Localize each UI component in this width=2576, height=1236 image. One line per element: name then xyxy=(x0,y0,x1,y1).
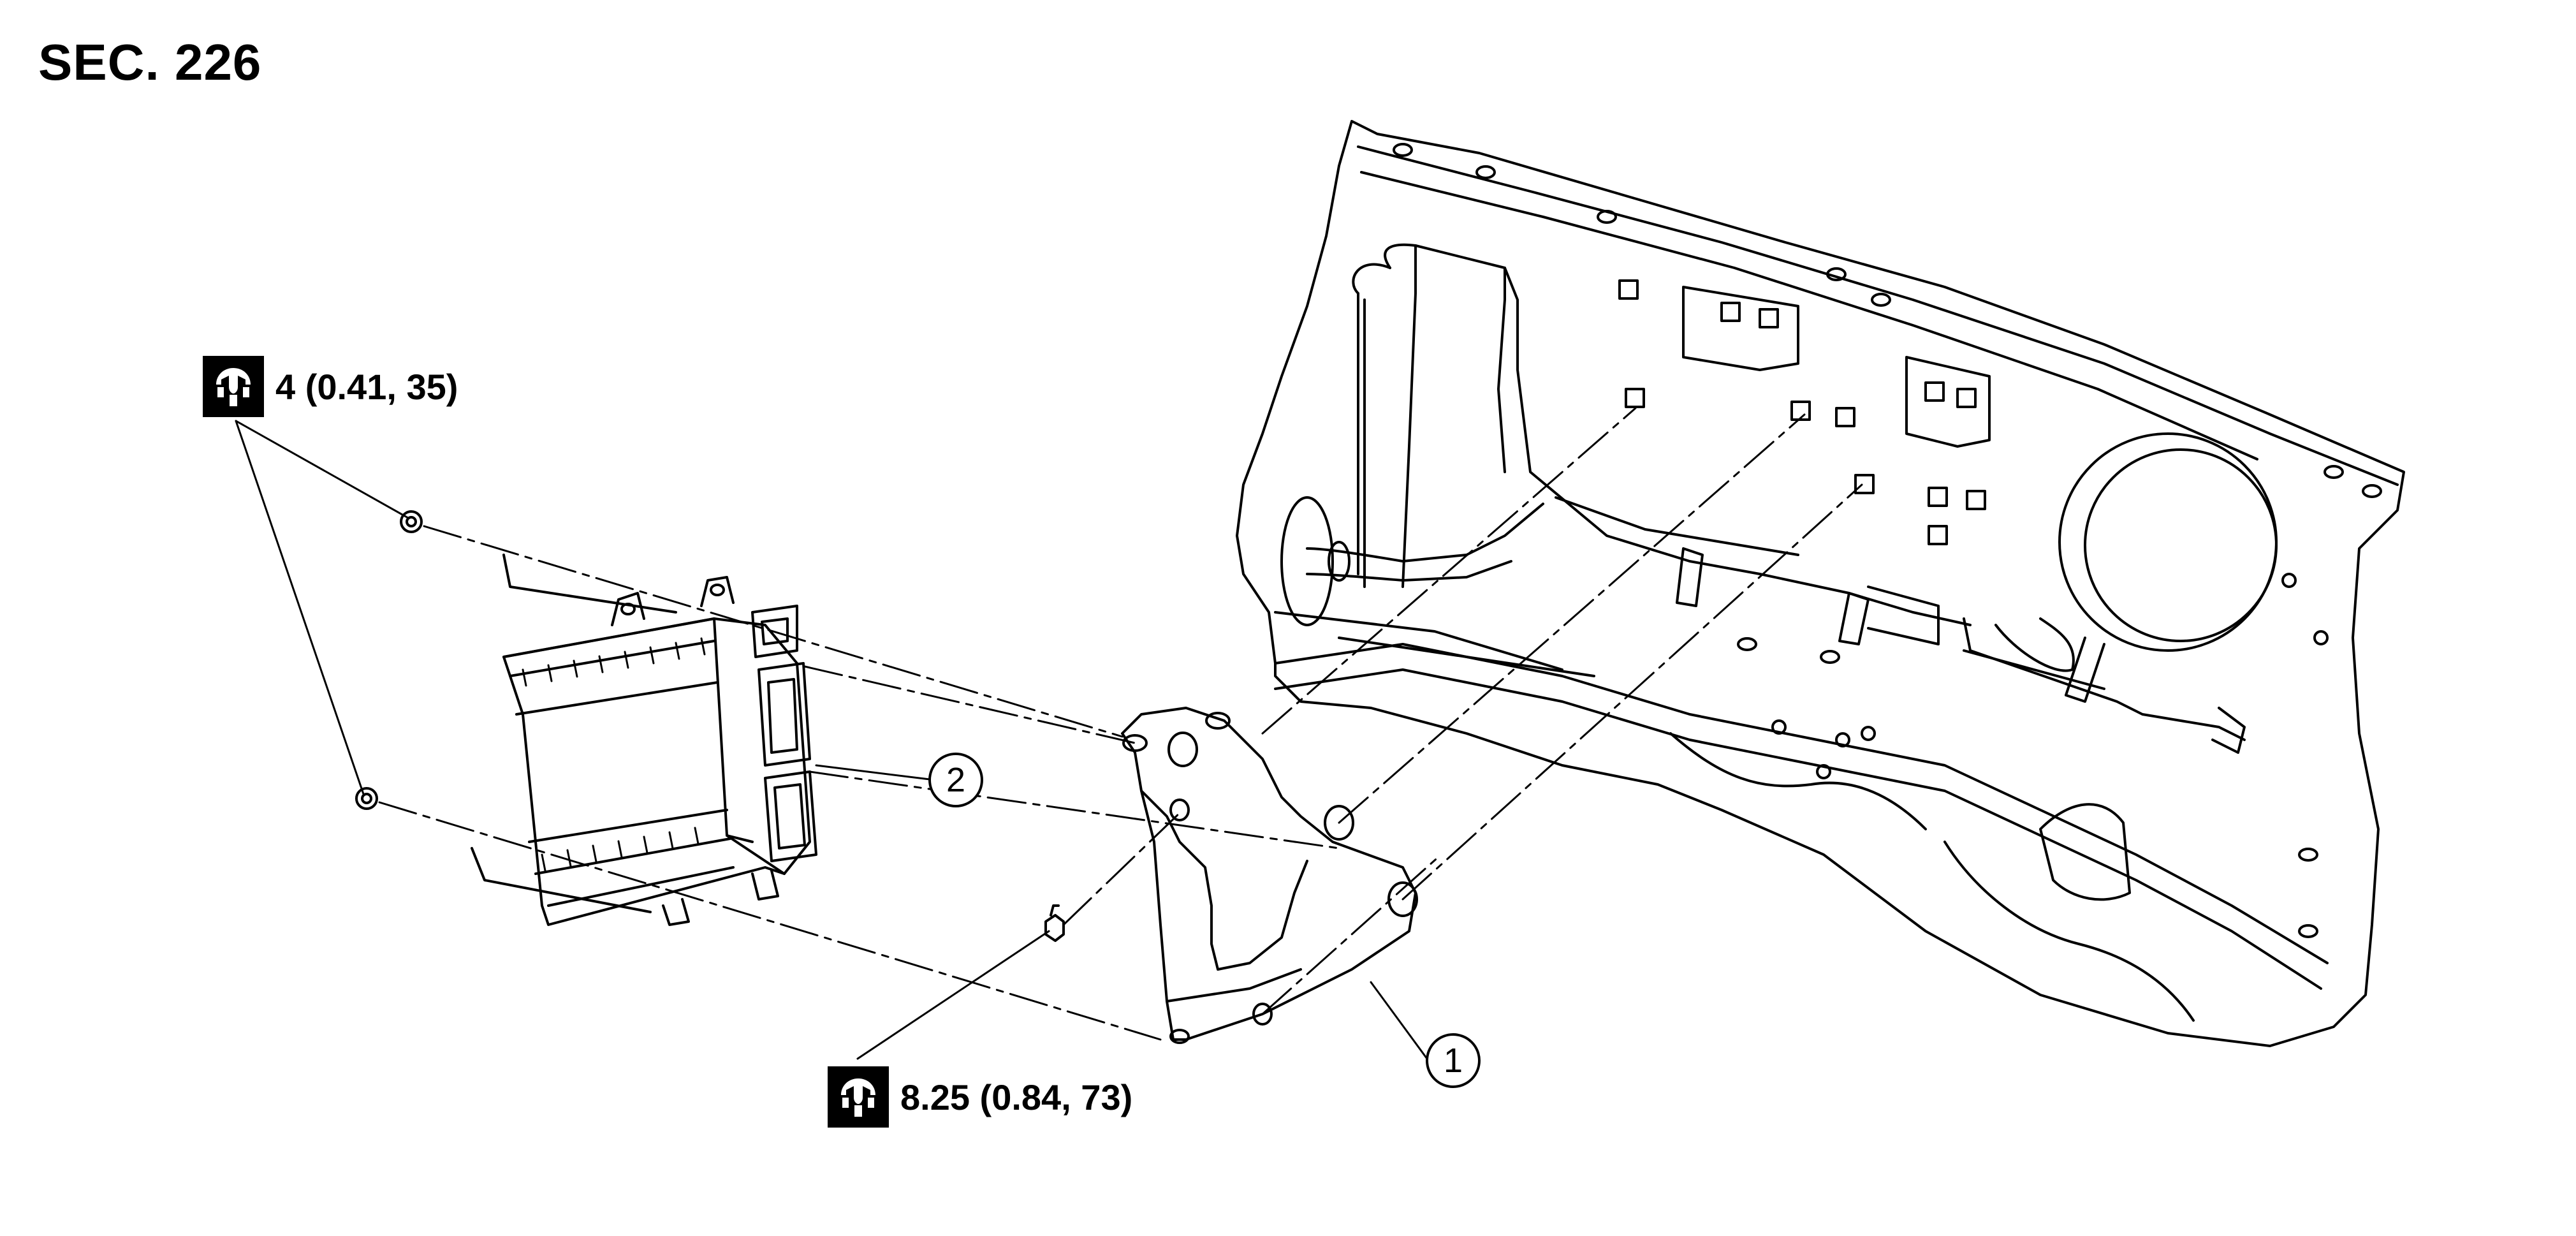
ecm-module xyxy=(471,554,817,926)
alignment-lines xyxy=(378,407,1863,1041)
heater-hoses xyxy=(1280,243,2246,754)
torque-wrench-icon xyxy=(203,356,264,417)
callout-bracket: 1 xyxy=(1426,1033,1481,1088)
torque-wrench-icon xyxy=(828,1066,889,1128)
nut-upper xyxy=(400,510,423,533)
dash-panel xyxy=(1236,120,2405,1047)
torque-value: 4 (0.41, 35) xyxy=(275,366,458,407)
torque-spec-nuts: 4 (0.41, 35) xyxy=(203,356,458,417)
callout-ecm: 2 xyxy=(928,753,983,807)
leader-lines xyxy=(235,420,1428,1060)
section-title: SEC. 226 xyxy=(38,34,262,91)
bolt xyxy=(1044,904,1065,942)
torque-spec-bolt: 8.25 (0.84, 73) xyxy=(828,1066,1132,1128)
ecm-bracket xyxy=(1121,707,1418,1044)
torque-value: 8.25 (0.84, 73) xyxy=(900,1077,1133,1117)
nut-lower xyxy=(355,787,378,810)
